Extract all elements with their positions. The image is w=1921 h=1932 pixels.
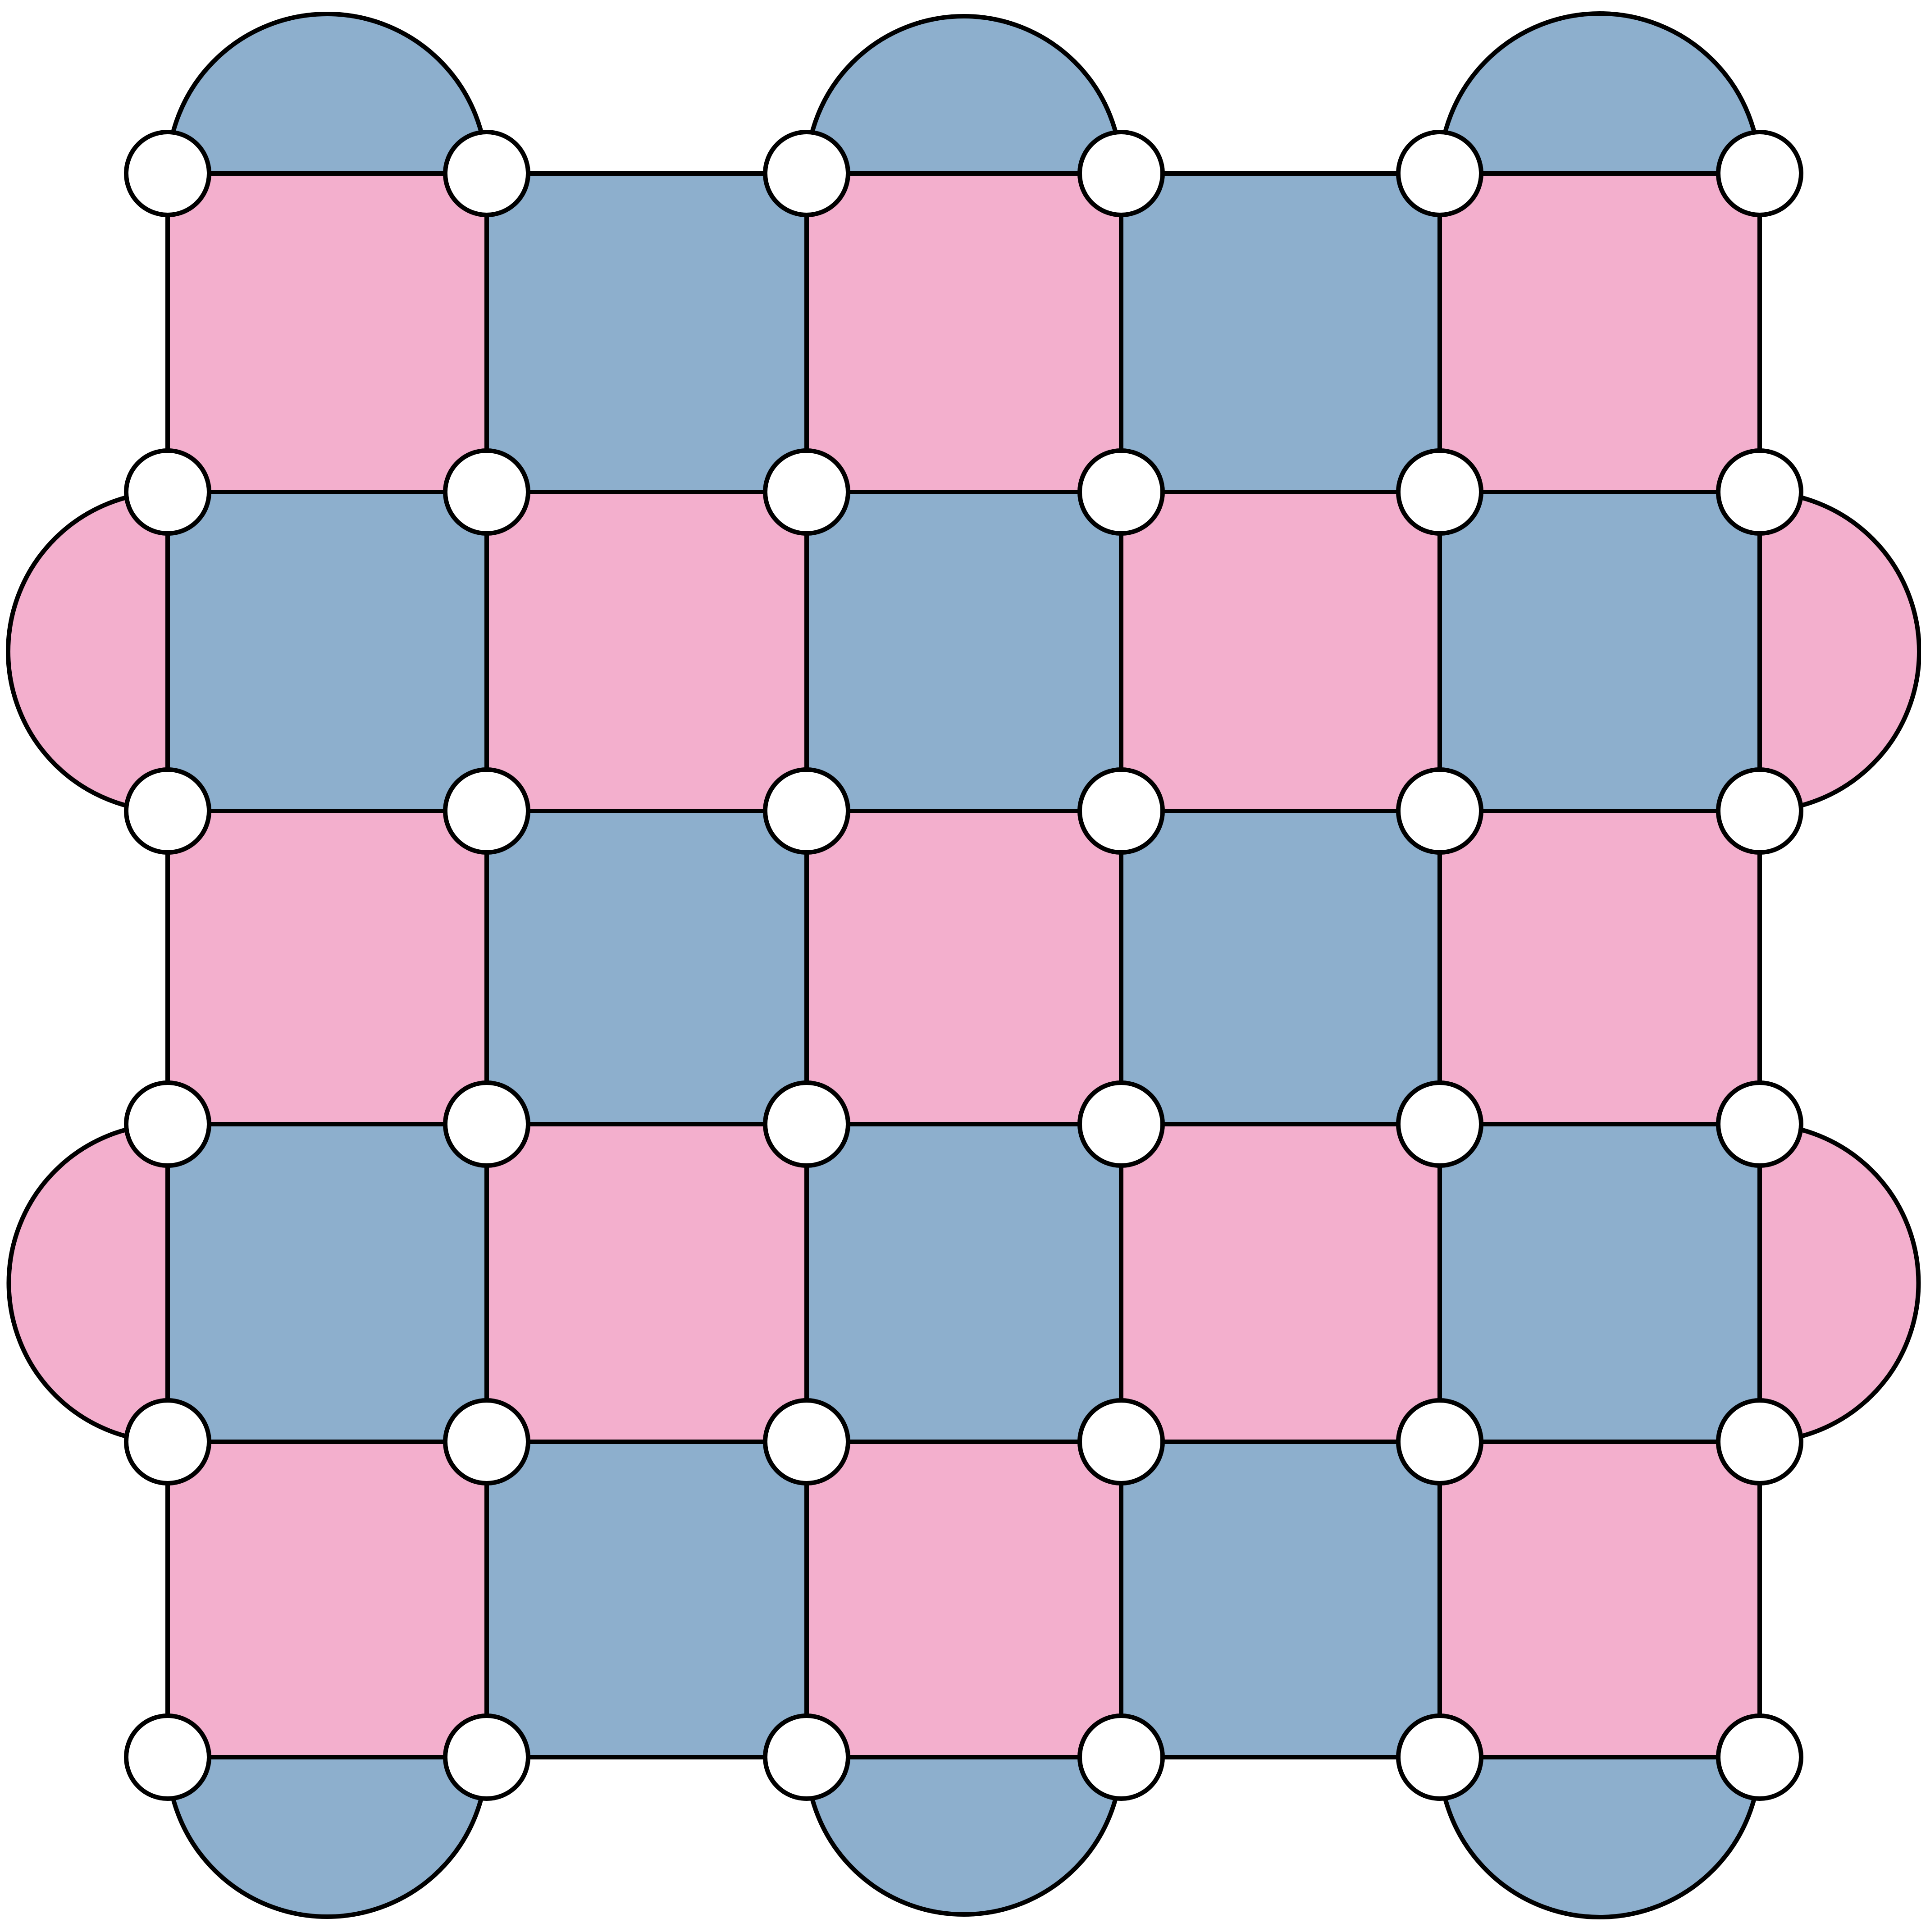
- cell-r1-c3: [1121, 492, 1440, 811]
- node-r0-c5: [1716, 130, 1803, 217]
- node-r1-c5: [1716, 448, 1803, 536]
- node-r5-c2: [763, 1713, 850, 1801]
- cell-r2-c3: [1121, 811, 1440, 1124]
- node-r2-c5: [1716, 767, 1803, 855]
- cell-r1-c2: [807, 492, 1121, 811]
- cell-r4-c2: [807, 1442, 1121, 1757]
- cell-r3-c4: [1440, 1124, 1760, 1442]
- node-r0-c2: [763, 130, 850, 217]
- node-r5-c0: [124, 1713, 211, 1801]
- node-r3-c4: [1396, 1080, 1483, 1168]
- cell-r2-c0: [168, 811, 487, 1124]
- cap-left-1: [6, 489, 170, 814]
- node-r4-c4: [1396, 1398, 1483, 1485]
- node-r2-c0: [124, 767, 211, 855]
- cell-r4-c0: [168, 1442, 487, 1757]
- node-r3-c2: [763, 1080, 850, 1168]
- node-r5-c3: [1077, 1713, 1165, 1801]
- cell-r4-c4: [1440, 1442, 1760, 1757]
- cell-r3-c3: [1121, 1124, 1440, 1442]
- node-r2-c2: [763, 767, 850, 855]
- node-r1-c0: [124, 448, 211, 536]
- node-r4-c2: [763, 1398, 850, 1485]
- caps-layer: [6, 11, 1921, 1919]
- node-r5-c1: [443, 1713, 530, 1801]
- node-r2-c4: [1396, 767, 1483, 855]
- edges-layer: [165, 171, 1762, 1759]
- cap-top-4: [1437, 11, 1762, 176]
- cap-bottom-2: [804, 1755, 1124, 1917]
- node-r2-c3: [1077, 767, 1165, 855]
- node-r0-c0: [124, 130, 211, 217]
- node-r3-c5: [1716, 1080, 1803, 1168]
- node-r1-c2: [763, 448, 850, 536]
- cap-right-3: [1757, 1121, 1921, 1444]
- node-r4-c1: [443, 1398, 530, 1485]
- cell-r1-c4: [1440, 492, 1760, 811]
- cell-r0-c2: [807, 173, 1121, 492]
- cell-r0-c0: [168, 173, 487, 492]
- node-r0-c3: [1077, 130, 1165, 217]
- nodes-layer: [124, 130, 1803, 1801]
- cap-right-1: [1757, 489, 1921, 814]
- node-r5-c5: [1716, 1713, 1803, 1801]
- node-r3-c0: [124, 1080, 211, 1168]
- cell-r4-c1: [487, 1442, 807, 1757]
- cell-r4-c3: [1121, 1442, 1440, 1757]
- cell-r3-c0: [168, 1124, 487, 1442]
- node-r4-c0: [124, 1398, 211, 1485]
- node-r0-c1: [443, 130, 530, 217]
- cell-r1-c1: [487, 492, 807, 811]
- node-r5-c4: [1396, 1713, 1483, 1801]
- node-r1-c4: [1396, 448, 1483, 536]
- cell-r0-c1: [487, 173, 807, 492]
- cell-r3-c2: [807, 1124, 1121, 1442]
- node-r4-c3: [1077, 1398, 1165, 1485]
- cell-r1-c0: [168, 492, 487, 811]
- cell-r3-c1: [487, 1124, 807, 1442]
- cap-top-0: [165, 12, 489, 176]
- cap-top-2: [804, 14, 1124, 176]
- node-r4-c5: [1716, 1398, 1803, 1485]
- cells-layer: [168, 173, 1760, 1757]
- cell-r2-c2: [807, 811, 1121, 1124]
- cell-r2-c1: [487, 811, 807, 1124]
- node-r1-c3: [1077, 448, 1165, 536]
- node-r2-c1: [443, 767, 530, 855]
- cap-bottom-0: [165, 1755, 489, 1919]
- node-r1-c1: [443, 448, 530, 536]
- node-r0-c4: [1396, 130, 1483, 217]
- cell-r2-c4: [1440, 811, 1760, 1124]
- cell-r0-c4: [1440, 173, 1760, 492]
- cap-bottom-4: [1437, 1755, 1762, 1919]
- cell-r0-c3: [1121, 173, 1440, 492]
- node-r3-c1: [443, 1080, 530, 1168]
- cap-left-3: [6, 1121, 170, 1444]
- node-r3-c3: [1077, 1080, 1165, 1168]
